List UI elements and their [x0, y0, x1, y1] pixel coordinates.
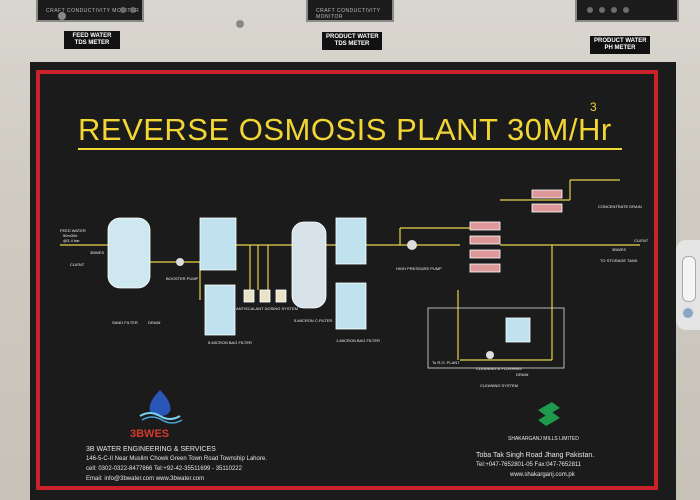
switch-slot: [682, 256, 696, 302]
meter-knob-icon: [120, 7, 126, 13]
bag-filter-label: 5-MICRON BAG FILTER: [208, 340, 252, 345]
booster-pump-label: BOOSTER PUMP: [166, 276, 199, 281]
meter-knob-icon: [623, 7, 629, 13]
meter-knob-icon: [611, 7, 617, 13]
to-ro-plant-label: To R.O. PLANT: [432, 360, 460, 365]
product-ph-tag: PRODUCT WATER PH METER: [590, 36, 650, 54]
3bwes-label: 3BWES: [90, 250, 105, 255]
client-website: www.shakarganj.com.pk: [510, 472, 575, 478]
cleaning-system-label: CLEANING SYSTEM: [480, 383, 519, 388]
indicator-light-icon: [683, 308, 693, 318]
red-border: [36, 70, 658, 490]
client-phone: Tel:+047-7652801-05 Fax:047-7652811: [476, 462, 582, 468]
meter-label: CRAFT CONDUCTIVITY MONITOR: [316, 8, 381, 20]
meter-knob-icon: [130, 7, 136, 13]
product-tds-tag: PRODUCT WATER TDS METER: [322, 32, 382, 50]
client-name: SHAKARGANJ MILLS LIMITED: [508, 436, 579, 442]
wall-switch: [676, 240, 700, 330]
screw-icon: [236, 20, 244, 28]
pipelines: [60, 179, 640, 361]
sand-filter-label: SAND FILTER: [112, 320, 138, 325]
meter-knob-icon: [587, 7, 593, 13]
company-phone: cell: 0302-0322-8477866 Tel:+92-42-35511…: [86, 466, 242, 472]
title-superscript: 3: [590, 100, 597, 114]
client-address: Toba Tak Singh Road Jhang Pakistan.: [476, 452, 595, 459]
storage-tank-label: TO STORAGE TANK: [600, 258, 638, 263]
client-right-label: CLIENT: [634, 238, 649, 243]
company-address: 146-5-C-II Near Muslim Chowk Green Town …: [86, 456, 267, 462]
feed-pressure-label: @3-4 bar: [63, 238, 80, 243]
product-ph-monitor: [575, 0, 679, 22]
product-tds-monitor: CRAFT CONDUCTIVITY MONITOR: [306, 0, 394, 22]
3bwes-logo: [139, 390, 183, 424]
page-title: REVERSE OSMOSIS PLANT 30M/Hr: [78, 112, 612, 147]
drain-label: DRAIN: [148, 320, 161, 325]
pumps: [176, 240, 494, 359]
shakarganj-logo: [538, 402, 560, 426]
cleaning-flushing-label: CLEANING & FLUSHING: [476, 366, 522, 371]
client-label: CLIENT: [70, 262, 85, 267]
cartridge-filter-label: 5-MICRON C.FILTER: [294, 318, 333, 323]
vessels: [107, 189, 565, 369]
drain-2-label: DRAIN: [516, 372, 529, 377]
concentrate-drain-label: CONCENTRATE DRAIN: [598, 204, 642, 209]
feed-spec-label: 50m3/hr: [63, 233, 78, 238]
feed-water-label: FEED WATER: [60, 228, 86, 233]
company-name: 3B WATER ENGINEERING & SERVICES: [86, 446, 216, 453]
micron-filter-label: 1-MICRON BAG FILTER: [336, 338, 380, 343]
3bwes-right-label: 3BWES: [612, 247, 627, 252]
company-email: Email: info@3bwater.com www.3bwater.com: [86, 476, 205, 482]
drop-icon: [149, 390, 171, 416]
screw-icon: [58, 12, 66, 20]
3bwes-logo-text: 3BWES: [130, 428, 170, 440]
meter-label: CRAFT CONDUCTIVITY MONITOR: [46, 8, 140, 14]
meter-knob-icon: [599, 7, 605, 13]
dosing-label: ANTISCALANT DOSING SYSTEM: [236, 306, 298, 311]
high-pressure-pump-label: HIGH PRESSURE PUMP: [396, 266, 442, 271]
title-underline: [78, 148, 622, 150]
feed-tds-tag: FEED WATER TDS METER: [64, 31, 120, 49]
